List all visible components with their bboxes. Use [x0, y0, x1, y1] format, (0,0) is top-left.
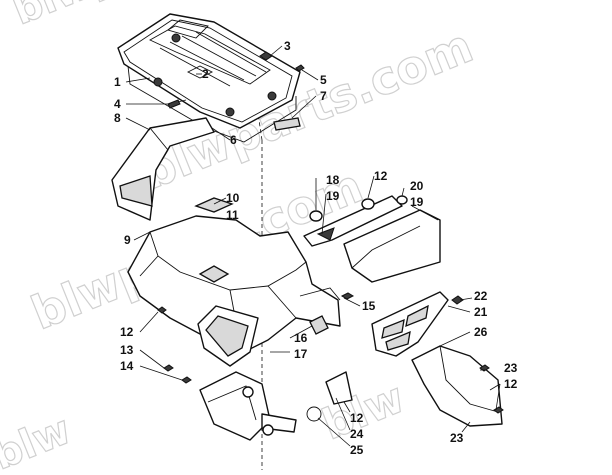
side-panel-assembly — [303, 195, 441, 283]
callout-12: 12 — [374, 169, 388, 183]
main-body-fender — [127, 197, 341, 367]
callout-14: 14 — [120, 359, 134, 373]
callout-8: 8 — [114, 111, 121, 125]
callout-18: 18 — [326, 173, 340, 187]
callout-5: 5 — [320, 73, 327, 87]
callout-17: 17 — [294, 347, 308, 361]
callout-26: 26 — [474, 325, 488, 339]
callout-2: 2 — [202, 67, 209, 81]
callout-15: 15 — [362, 299, 376, 313]
callout-13: 13 — [120, 343, 134, 357]
callout-7: 7 — [320, 89, 327, 103]
small-parts — [157, 292, 355, 422]
callout-25: 25 — [350, 443, 364, 457]
callout-6: 6 — [230, 133, 237, 147]
callout-24: 24 — [350, 427, 364, 441]
rack-hardware — [167, 51, 305, 131]
callout-11: 11 — [226, 208, 239, 222]
side-shroud-assembly — [371, 291, 504, 427]
callout-19: 19 — [410, 195, 424, 209]
callouts: 1 2 3 4 5 6 7 8 9 10 11 12 12 12 12 13 1… — [114, 39, 518, 457]
callout-12: 12 — [504, 377, 518, 391]
callout-12: 12 — [350, 411, 364, 425]
callout-22: 22 — [474, 289, 488, 303]
callout-16: 16 — [294, 331, 308, 345]
leader-lines — [125, 45, 501, 447]
callout-12: 12 — [120, 325, 134, 339]
callout-3: 3 — [284, 39, 291, 53]
rear-fender-flare — [111, 117, 215, 221]
callout-10: 10 — [226, 191, 240, 205]
callout-20: 20 — [410, 179, 424, 193]
callout-21: 21 — [474, 305, 488, 319]
callout-23: 23 — [450, 431, 464, 445]
callout-1: 1 — [114, 75, 121, 89]
callout-9: 9 — [124, 233, 131, 247]
callout-4: 4 — [114, 97, 121, 111]
watermark-text: blw — [0, 407, 77, 475]
lower-frame-bracket — [199, 371, 297, 441]
callout-23: 23 — [504, 361, 518, 375]
rear-rack — [117, 13, 301, 143]
callout-19: 19 — [326, 189, 340, 203]
